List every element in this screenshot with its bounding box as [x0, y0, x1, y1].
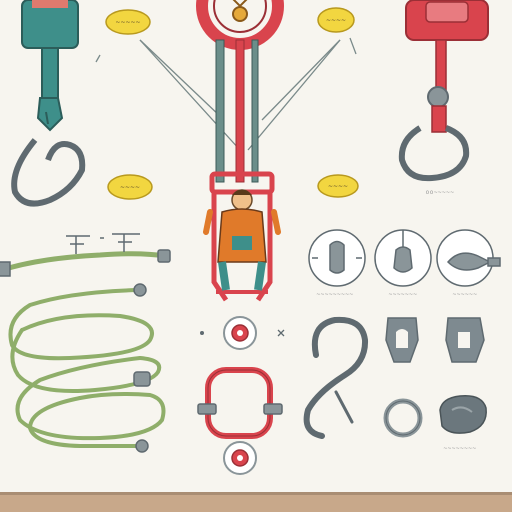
detail-view-1 [309, 230, 365, 286]
caption-1: oo~~~~~ [426, 189, 455, 196]
red-descender-icon [402, 0, 488, 178]
caption-5: ~~~~~~~~ [444, 445, 477, 452]
caption-4: ~~~~~~ [453, 291, 478, 298]
teal-carabiner-icon [14, 0, 82, 204]
detail-view-3 [437, 230, 500, 286]
hook-icon [307, 320, 365, 436]
floor-strip [0, 494, 512, 512]
tag-2-label: ~~~~ [326, 17, 346, 24]
floor-edge [0, 492, 512, 495]
detail-view-2 [375, 230, 431, 286]
tag-4: ~~~~ [318, 175, 358, 197]
belay-device-icon [386, 318, 484, 362]
ascender-icon [440, 396, 486, 433]
tag-4-label: ~~~~ [328, 183, 348, 190]
caption-2: ~~~~~~~~~ [316, 291, 353, 298]
tag-1-label: ~~~~~ [115, 19, 140, 26]
tag-1: ~~~~~ [106, 10, 150, 34]
rigging-lines [96, 38, 356, 150]
red-carabiner-icon [198, 370, 282, 474]
caption-3: ~~~~~~~ [389, 291, 418, 298]
tag-3: ~~~~ [108, 175, 152, 199]
rope-clamp [134, 372, 150, 386]
pulley-icon [202, 0, 278, 44]
rope-end-cap-2 [136, 440, 148, 452]
rope-coil-icon [10, 290, 163, 446]
harness-climber-icon [206, 174, 278, 300]
green-rope-icon [0, 234, 170, 276]
rope-end-cap-1 [134, 284, 146, 296]
tag-3-label: ~~~~ [120, 184, 140, 191]
gauge-icon [200, 317, 284, 349]
o-ring-icon [386, 401, 420, 435]
vertical-ropes [216, 40, 258, 182]
tag-2: ~~~~ [318, 8, 354, 32]
